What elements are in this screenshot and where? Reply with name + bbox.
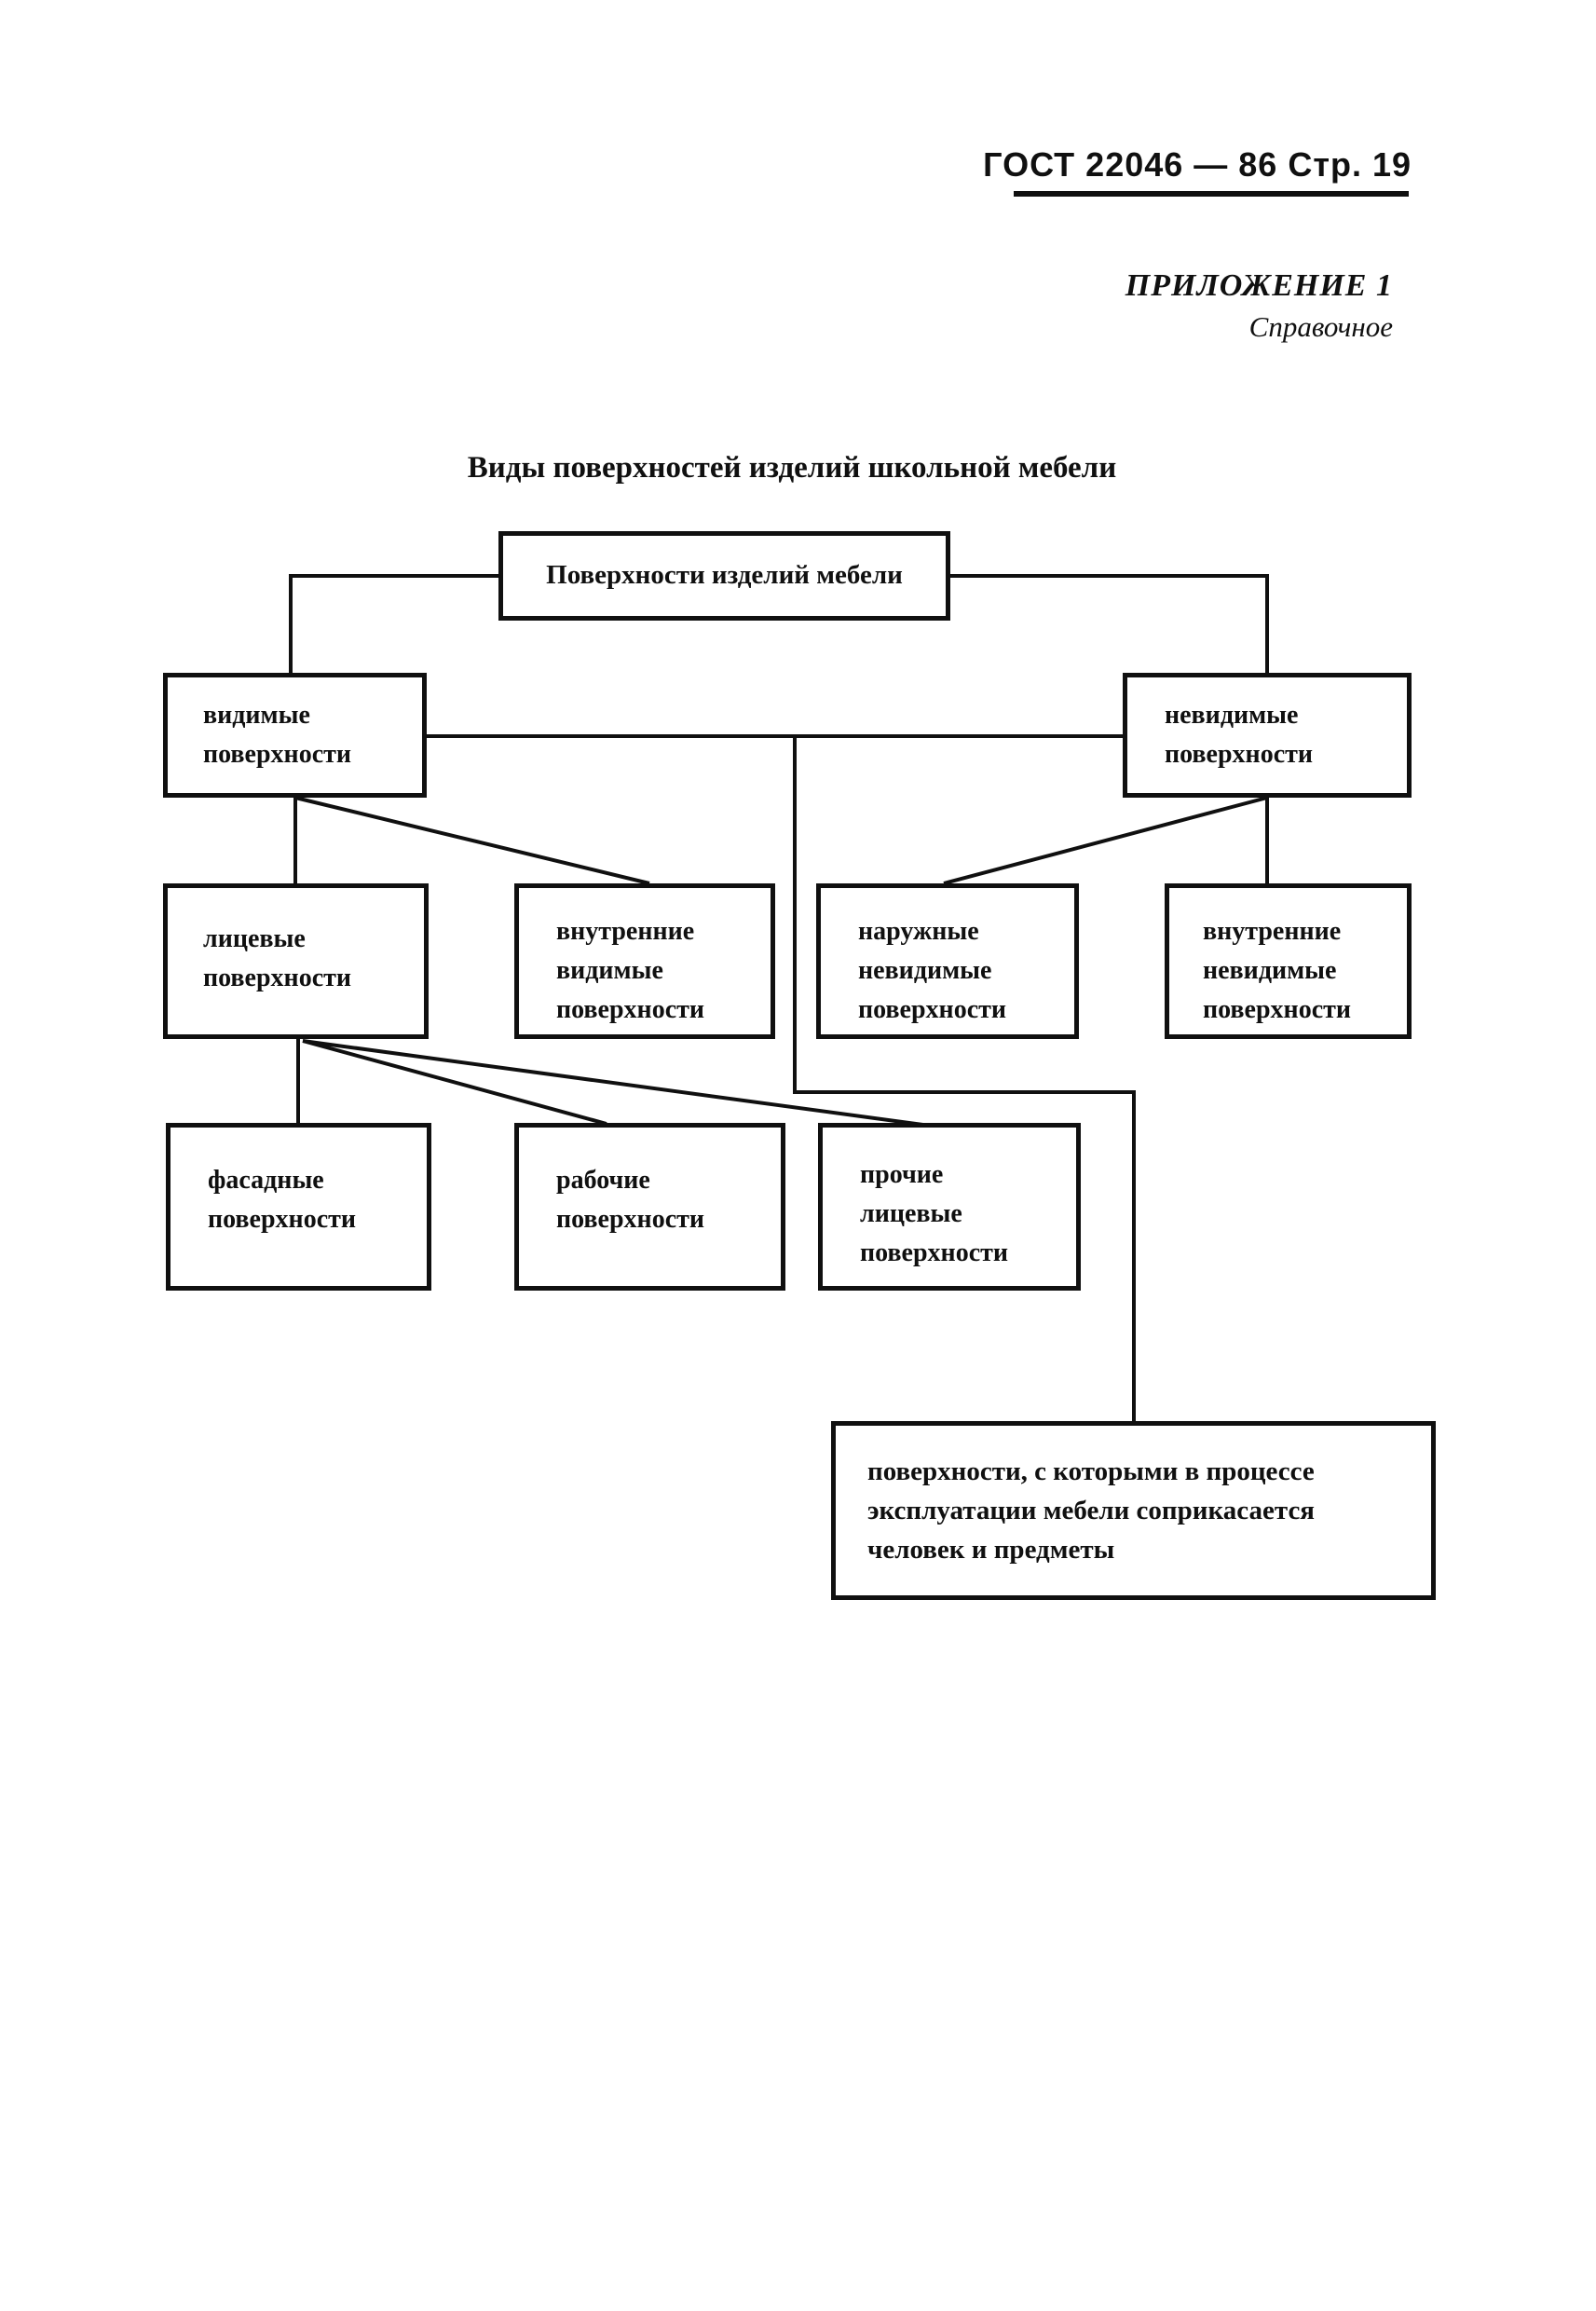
inner-invisible-surfaces-box: внутренние невидимые поверхности bbox=[1165, 883, 1412, 1039]
edge-trunk-to-contact bbox=[793, 736, 1136, 1421]
appendix-label: ПРИЛОЖЕНИЕ 1 bbox=[1125, 268, 1393, 303]
diagram-title: Виды поверхностей изделий школьной мебел… bbox=[467, 451, 1117, 485]
edge-root-to-visible bbox=[289, 574, 498, 673]
outer-invisible-surfaces-box: наружные невидимые поверхности bbox=[816, 883, 1079, 1039]
contact-surfaces-box: поверхности, с которыми в процессе экспл… bbox=[831, 1421, 1436, 1600]
invisible-surfaces-box: невидимые поверхности bbox=[1123, 673, 1412, 798]
other-front-surfaces-box: прочие лицевые поверхности bbox=[818, 1123, 1081, 1291]
working-surfaces-box: рабочие поверхности bbox=[514, 1123, 785, 1291]
front-surfaces-box: лицевые поверхности bbox=[163, 883, 429, 1039]
edge-front-to-other-front bbox=[302, 1039, 931, 1128]
page-header: ГОСТ 22046 — 86 Стр. 19 bbox=[983, 145, 1412, 184]
edge-invisible-to-outer-invisible bbox=[943, 796, 1268, 885]
edge-front-to-working bbox=[302, 1039, 607, 1126]
edge-visible-to-inner-visible bbox=[294, 796, 650, 885]
facade-surfaces-box: фасадные поверхности bbox=[166, 1123, 431, 1291]
header-rule bbox=[1014, 191, 1409, 197]
appendix-subtitle: Справочное bbox=[1248, 309, 1393, 343]
edge-root-to-invisible bbox=[950, 574, 1269, 673]
root-box: Поверхности изделий мебели bbox=[498, 531, 950, 621]
visible-surfaces-box: видимые поверхности bbox=[163, 673, 427, 798]
appendix-block: ПРИЛОЖЕНИЕ 1 Справочное bbox=[1125, 265, 1393, 347]
inner-visible-surfaces-box: внутренние видимые поверхности bbox=[514, 883, 775, 1039]
